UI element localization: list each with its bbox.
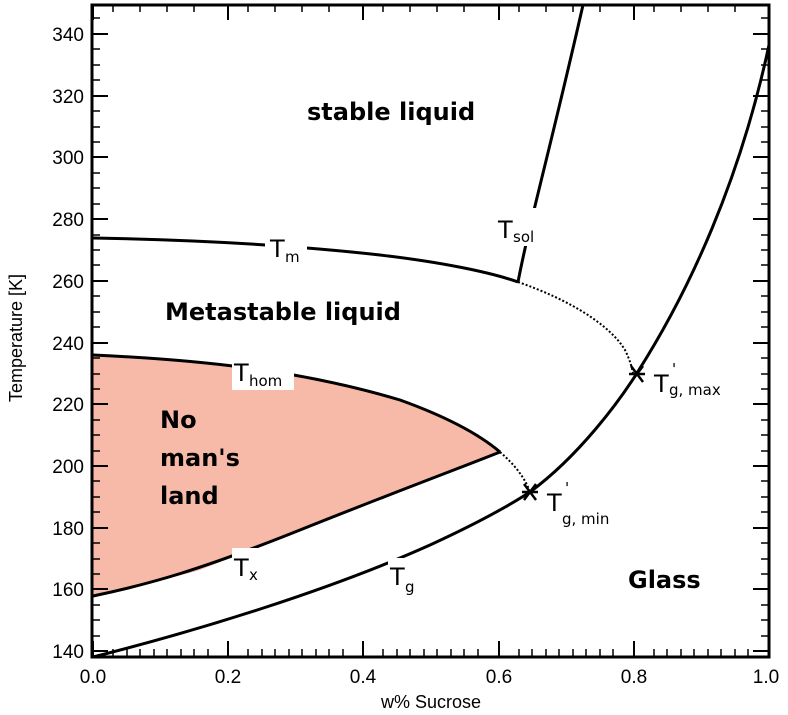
svg-text:300: 300 [52, 148, 84, 169]
svg-text:320: 320 [52, 87, 84, 108]
tg-prime-max-star-icon [629, 365, 645, 383]
tm-dotted-extension [517, 281, 634, 374]
tg-prime-min-star-icon [522, 483, 538, 501]
svg-text:0.2: 0.2 [215, 667, 241, 688]
tg-prime-min-label: T ' g, min [546, 479, 609, 528]
svg-text:T: T [233, 554, 249, 582]
x-tick-labels: 0.0 0.2 0.4 0.6 0.8 1.0 [80, 667, 779, 688]
svg-text:': ' [565, 479, 569, 497]
no-mans-land-region [93, 355, 500, 596]
tsol-curve [516, 4, 585, 283]
svg-text:T: T [546, 489, 562, 517]
svg-text:hom: hom [249, 372, 282, 390]
svg-text:1.0: 1.0 [753, 667, 779, 688]
svg-text:240: 240 [52, 334, 84, 355]
glass-label: Glass [628, 566, 701, 594]
svg-text:0.4: 0.4 [350, 667, 377, 688]
svg-text:0.0: 0.0 [80, 667, 106, 688]
thom-curve [92, 353, 501, 454]
y-axis-ticks [92, 17, 769, 652]
y-axis-title: Temperature [K] [6, 274, 26, 402]
tm-label: T m [269, 235, 300, 266]
no-mans-land-label-line2: man's [160, 444, 240, 472]
svg-text:T: T [269, 235, 285, 263]
no-mans-land-label-line1: No [160, 406, 197, 434]
svg-text:200: 200 [52, 457, 84, 478]
svg-text:T: T [653, 370, 669, 398]
svg-text:220: 220 [52, 395, 84, 416]
tg-label: T g [389, 563, 415, 596]
svg-text:g, min: g, min [562, 510, 609, 528]
svg-text:280: 280 [52, 210, 84, 231]
svg-text:g, max: g, max [669, 381, 721, 399]
thom-dotted-extension [499, 451, 531, 493]
svg-text:180: 180 [52, 519, 84, 540]
tx-label: T x [233, 554, 258, 584]
x-axis-ticks [92, 5, 770, 657]
svg-text:T: T [389, 563, 405, 591]
svg-text:m: m [285, 248, 300, 266]
tg-prime-max-label: T ' g, max [653, 360, 721, 399]
svg-text:': ' [672, 360, 676, 378]
svg-text:160: 160 [52, 580, 84, 601]
svg-text:0.6: 0.6 [486, 667, 512, 688]
svg-text:340: 340 [52, 25, 84, 46]
svg-text:0.8: 0.8 [621, 667, 647, 688]
tm-curve [92, 236, 519, 284]
svg-text:g: g [405, 578, 415, 596]
y-tick-labels: 140 160 180 200 220 240 260 280 300 320 … [52, 25, 84, 663]
svg-text:sol: sol [513, 228, 534, 246]
svg-text:T: T [233, 359, 249, 387]
svg-text:260: 260 [52, 272, 84, 293]
x-axis-title: w% Sucrose [380, 692, 481, 712]
svg-text:T: T [497, 216, 513, 244]
svg-text:140: 140 [52, 642, 84, 663]
tx-curve [92, 450, 501, 598]
stable-liquid-label: stable liquid [307, 98, 475, 126]
svg-text:x: x [249, 566, 258, 584]
metastable-liquid-label: Metastable liquid [165, 298, 401, 326]
tsol-label: T sol [497, 216, 534, 246]
thom-label: T hom [233, 359, 282, 390]
no-mans-land-label-line3: land [160, 482, 219, 510]
plot-frame [90, 3, 771, 659]
